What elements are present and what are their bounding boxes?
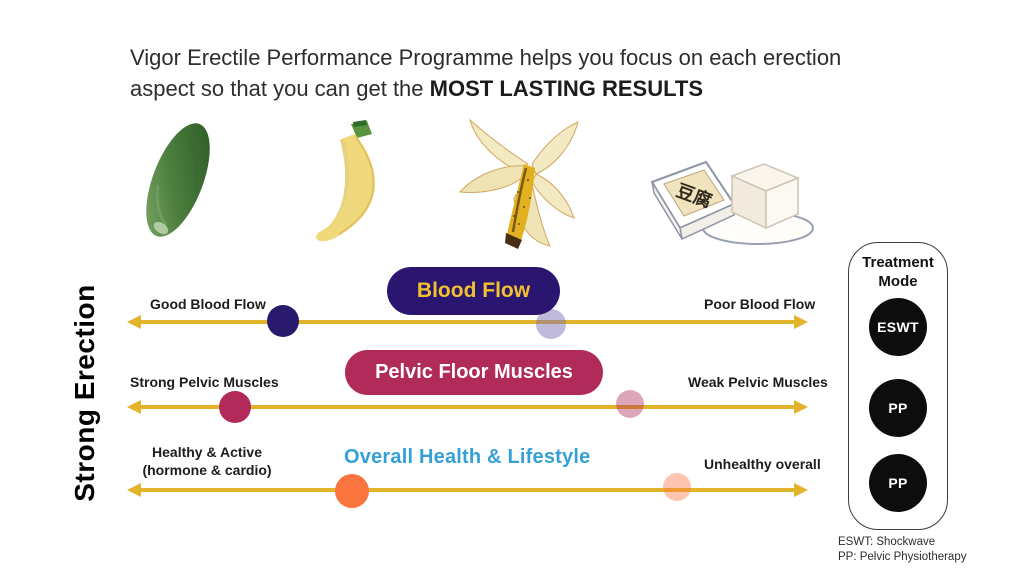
banana-image [315, 120, 375, 242]
healthy-active-label-line2: (hormone & cardio) [142, 462, 272, 478]
treatment-circle-pp-1: PP [869, 379, 927, 437]
blood-flow-title-pill: Blood Flow [387, 267, 560, 315]
treatment-title-line2: Mode [878, 273, 918, 290]
treatment-circle-eswt: ESWT [869, 298, 927, 356]
blood-flow-axis-line [127, 315, 808, 328]
treatment-mode-title: Treatment Mode [849, 253, 947, 291]
poor-blood-flow-label: Poor Blood Flow [704, 296, 816, 312]
abbreviation-footnote: ESWT: Shockwave PP: Pelvic Physiotherapy [838, 535, 966, 565]
treatment-title-line1: Treatment [862, 254, 934, 271]
header-line1: Vigor Erectile Performance Programme hel… [130, 45, 842, 70]
blood-flow-good-dot [267, 305, 299, 337]
footnote-pp: PP: Pelvic Physiotherapy [838, 551, 967, 563]
pelvic-strong-dot [219, 391, 251, 423]
header-line2: aspect so that you can get the [130, 76, 430, 101]
header-line2-bold: MOST LASTING RESULTS [429, 76, 704, 101]
header-text: Vigor Erectile Performance Programme hel… [130, 42, 920, 104]
healthy-active-label: Healthy & Active (hormone & cardio) [138, 443, 276, 479]
strong-pelvic-muscles-label: Strong Pelvic Muscles [130, 374, 279, 390]
strong-erection-axis-label: Strong Erection [69, 284, 100, 502]
unhealthy-overall-label: Unhealthy overall [704, 456, 821, 472]
pelvic-weak-dot [616, 390, 644, 418]
footnote-eswt: ESWT: Shockwave [838, 536, 936, 548]
weak-pelvic-muscles-label: Weak Pelvic Muscles [688, 374, 828, 390]
good-blood-flow-label: Good Blood Flow [150, 296, 266, 312]
overall-unhealthy-dot [663, 473, 691, 501]
pelvic-muscles-axis-line [127, 400, 808, 413]
cucumber-image [146, 123, 210, 237]
treatment-mode-panel: Treatment Mode ESWT PP PP [848, 242, 948, 530]
treatment-circle-pp-2: PP [869, 454, 927, 512]
overall-healthy-dot [335, 474, 369, 508]
pelvic-floor-muscles-title-pill: Pelvic Floor Muscles [345, 350, 603, 395]
overall-health-lifestyle-title: Overall Health & Lifestyle [344, 446, 591, 468]
peeled-banana-image [458, 118, 579, 249]
overall-health-axis-line [127, 483, 808, 496]
healthy-active-label-line1: Healthy & Active [152, 444, 262, 460]
tofu-image: 豆腐 [650, 160, 814, 245]
